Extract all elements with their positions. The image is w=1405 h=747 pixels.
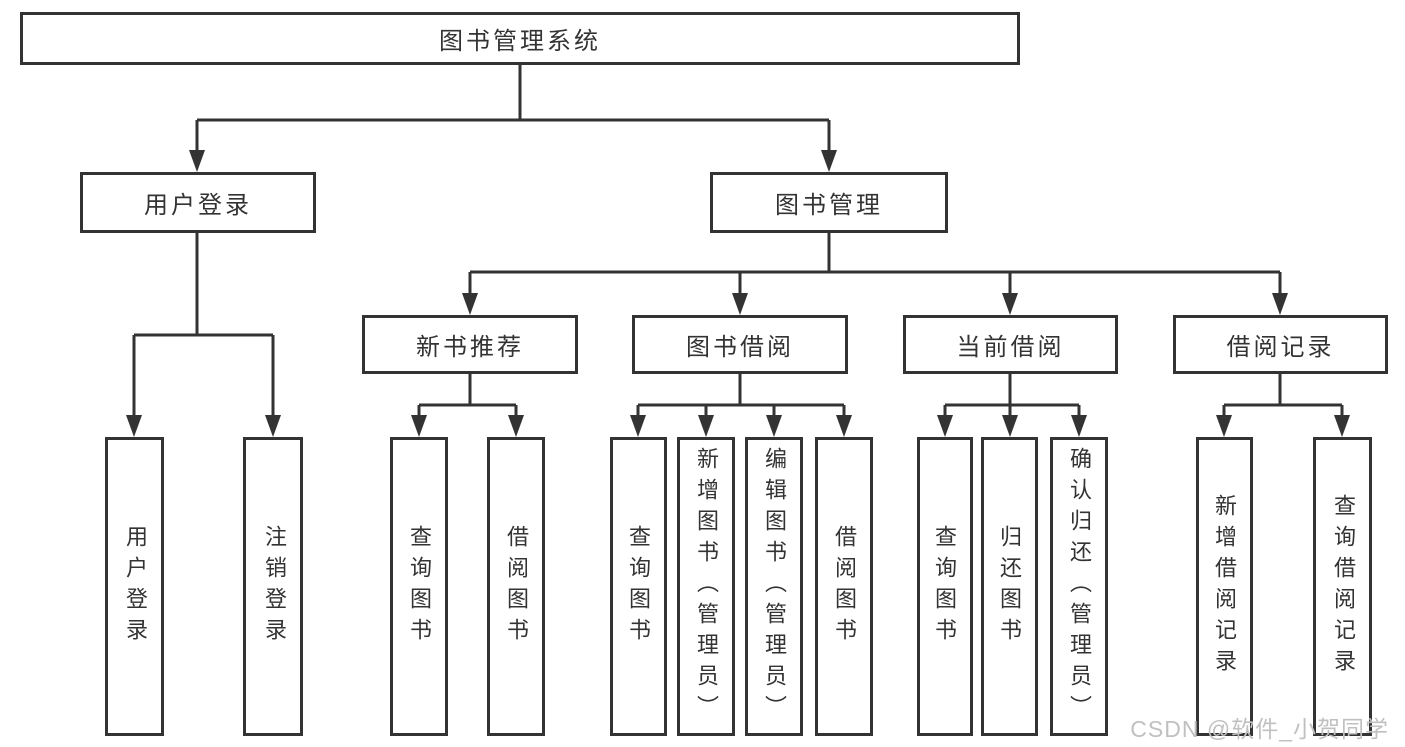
leaf-current-return-book-label: 归还图书 [997, 524, 1022, 649]
leaf-logout: 注销登录 [243, 437, 303, 736]
leaf-current-return-book: 归还图书 [981, 437, 1038, 736]
csdn-watermark: CSDN @软件_小贺同学 [1130, 716, 1389, 742]
leaf-records-query-record-label: 查询借阅记录 [1331, 493, 1356, 680]
leaf-user-login-label: 用户登录 [123, 524, 148, 649]
node-borrow-records: 借阅记录 [1173, 315, 1388, 374]
leaf-recommend-borrow-book-label: 借阅图书 [504, 524, 529, 649]
leaf-current-confirm-return-admin: 确认归还（管理员） [1050, 437, 1108, 736]
node-book-management: 图书管理 [710, 172, 948, 233]
leaf-recommend-query-book: 查询图书 [390, 437, 448, 736]
leaf-logout-label: 注销登录 [262, 524, 287, 649]
leaf-records-query-record: 查询借阅记录 [1313, 437, 1372, 736]
leaf-borrow-query-book-label: 查询图书 [626, 524, 651, 649]
leaf-borrow-query-book: 查询图书 [610, 437, 667, 736]
node-new-book-recommend: 新书推荐 [362, 315, 578, 374]
leaf-borrow-edit-book-admin: 编辑图书（管理员） [745, 437, 803, 736]
node-root: 图书管理系统 [20, 12, 1020, 65]
leaf-records-add-record-label: 新增借阅记录 [1212, 493, 1237, 680]
leaf-recommend-query-book-label: 查询图书 [407, 524, 432, 649]
leaf-current-query-book-label: 查询图书 [932, 524, 957, 649]
leaf-records-add-record: 新增借阅记录 [1196, 437, 1253, 736]
leaf-borrow-add-book-admin: 新增图书（管理员） [677, 437, 735, 736]
leaf-borrow-borrow-book-label: 借阅图书 [832, 524, 857, 649]
leaf-recommend-borrow-book: 借阅图书 [487, 437, 545, 736]
leaf-current-confirm-return-admin-label: 确认归还（管理员） [1067, 447, 1092, 726]
leaf-borrow-add-book-admin-label: 新增图书（管理员） [694, 447, 719, 726]
leaf-borrow-borrow-book: 借阅图书 [815, 437, 873, 736]
node-user-login: 用户登录 [80, 172, 316, 233]
leaf-current-query-book: 查询图书 [917, 437, 973, 736]
leaf-borrow-edit-book-admin-label: 编辑图书（管理员） [762, 447, 787, 726]
node-book-borrow: 图书借阅 [632, 315, 848, 374]
leaf-user-login: 用户登录 [105, 437, 164, 736]
node-current-borrow: 当前借阅 [903, 315, 1118, 374]
